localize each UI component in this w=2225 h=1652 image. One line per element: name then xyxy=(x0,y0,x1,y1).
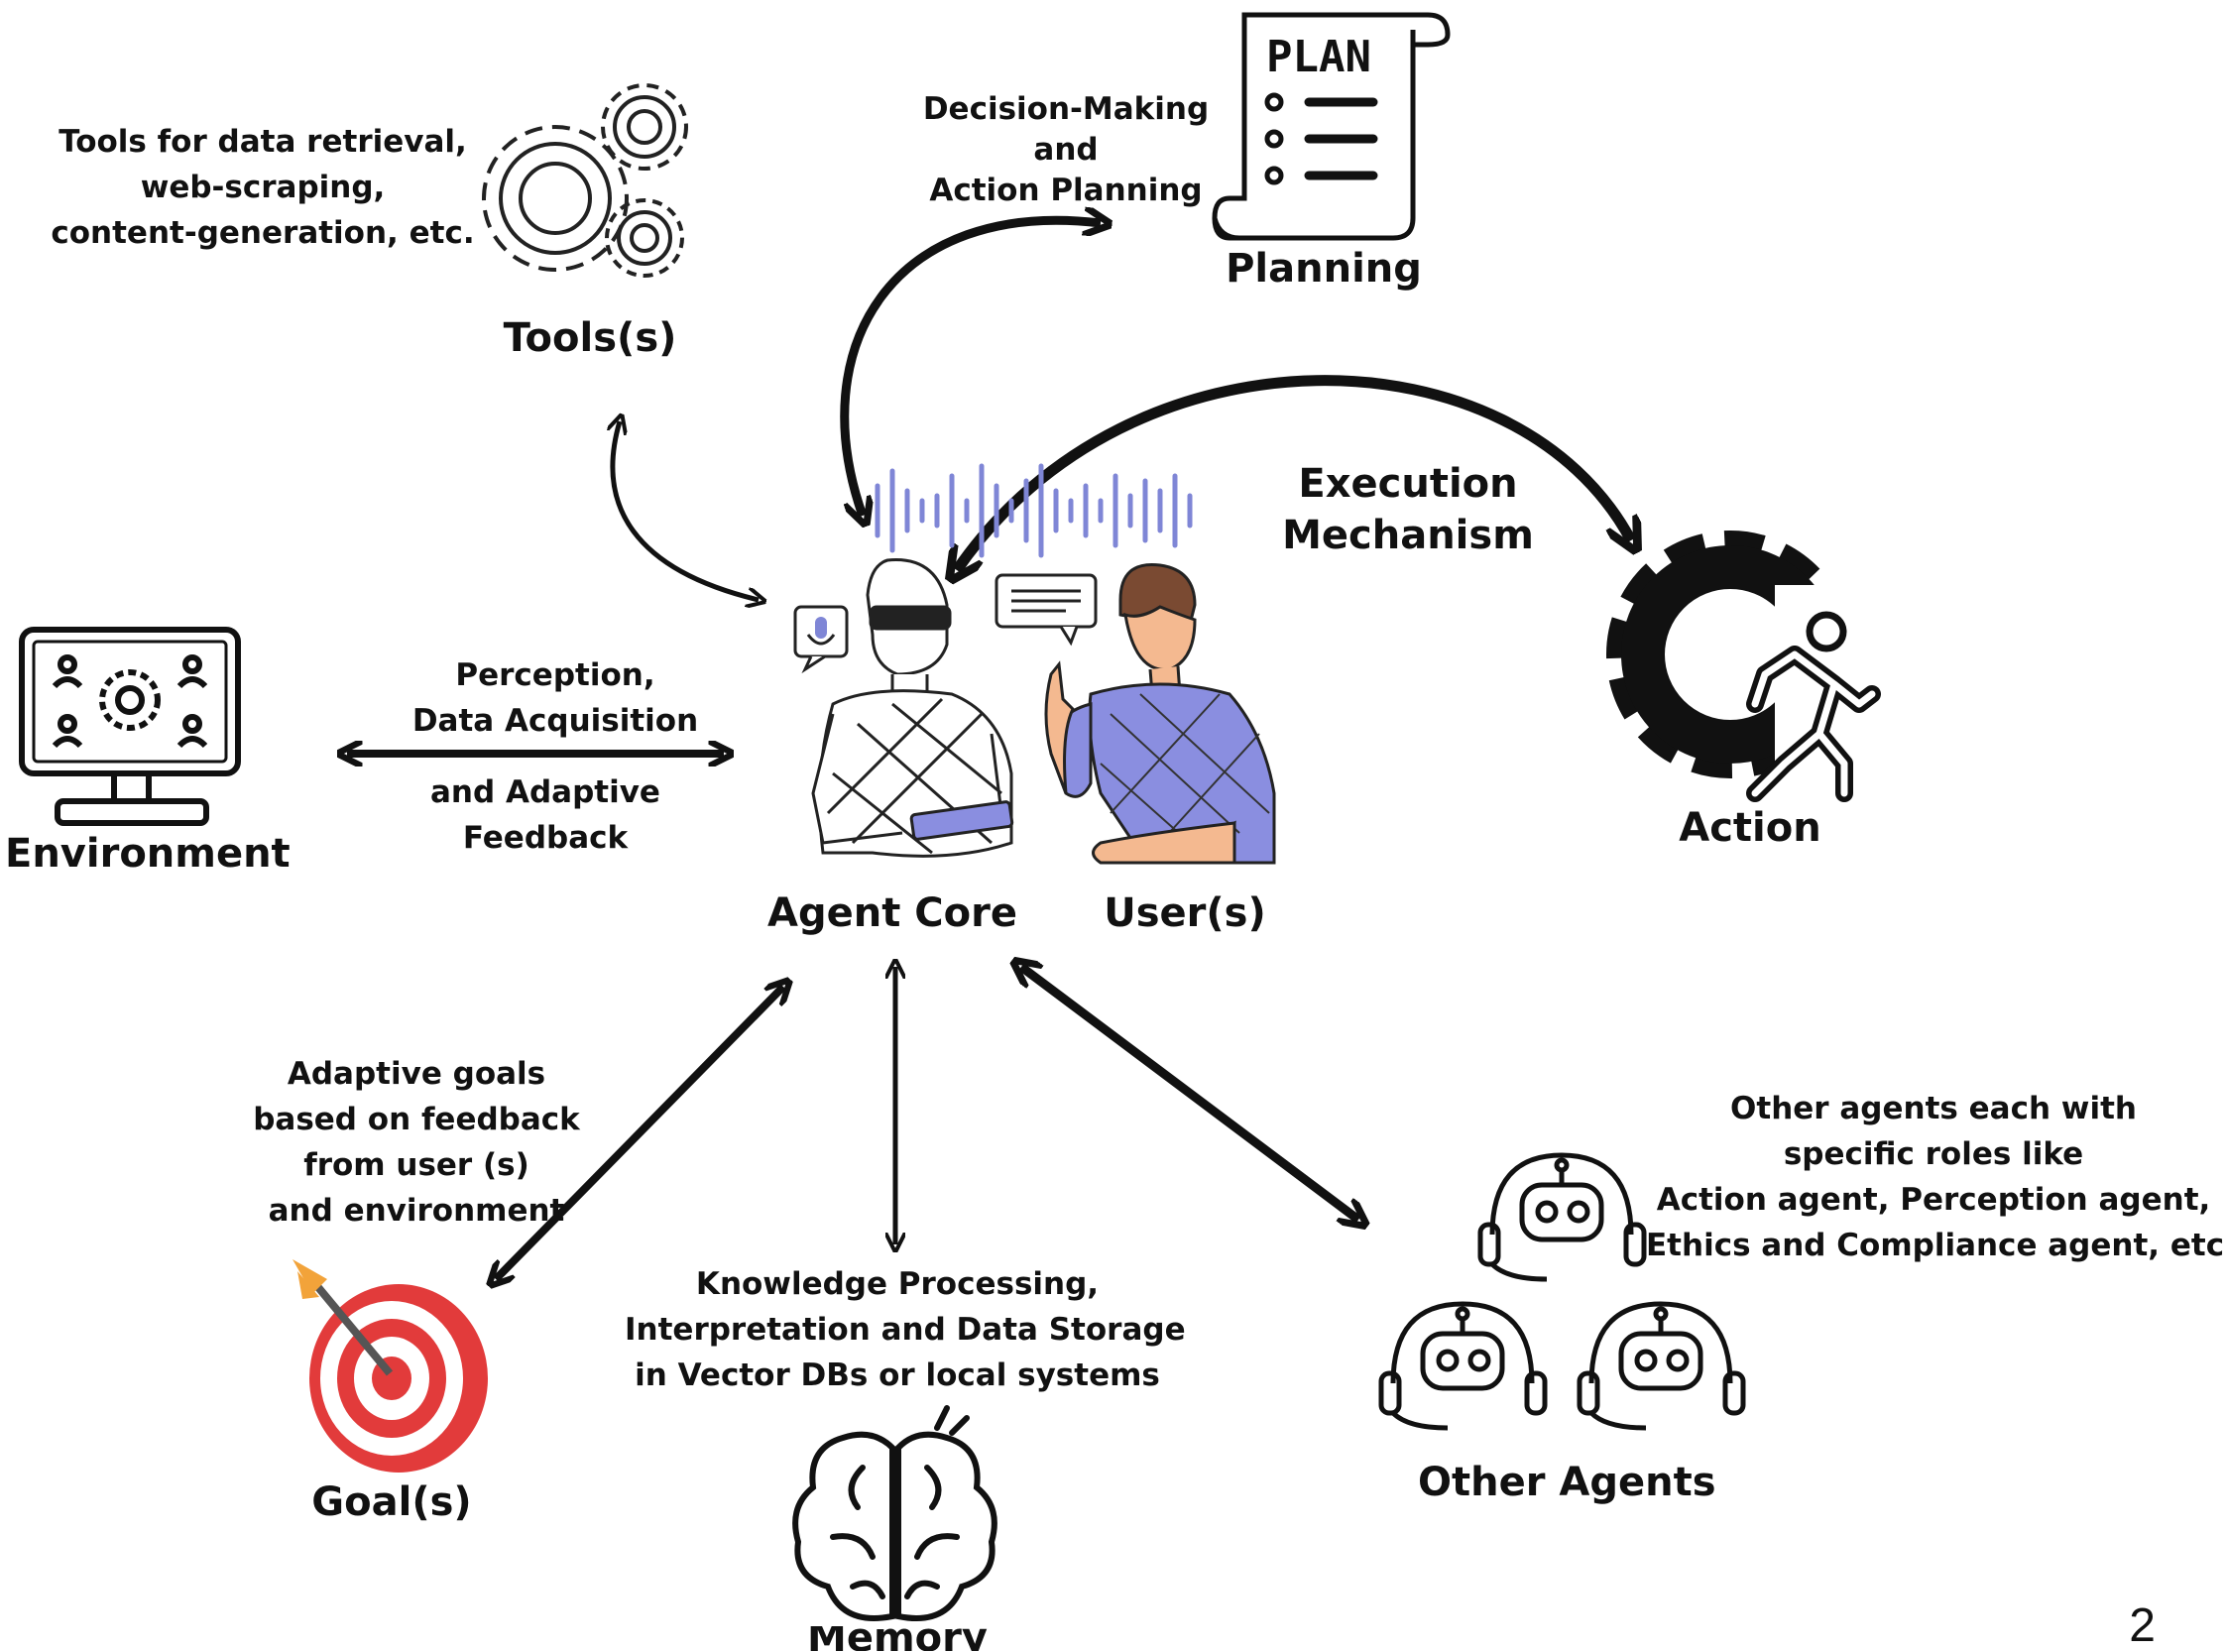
robot-headset-icon xyxy=(1477,1152,1647,1282)
planning-node-label: Planning xyxy=(1226,246,1422,292)
planning-description: Decision-Making and Action Planning xyxy=(922,91,1210,208)
arrow-goals xyxy=(496,987,783,1279)
robot-headset-icon xyxy=(1577,1301,1746,1431)
user-person-illustration xyxy=(1044,562,1276,865)
monitor-network-icon xyxy=(19,627,241,826)
feedback-description: and Adaptive Feedback xyxy=(430,774,660,856)
chat-bubble-icon xyxy=(995,573,1098,647)
target-goal-icon xyxy=(293,1259,488,1473)
other-agents-node-label: Other Agents xyxy=(1418,1460,1716,1505)
tools-node-label: Tools(s) xyxy=(503,315,677,361)
arrow-tools xyxy=(613,421,759,600)
plan-sign-text: PLAN xyxy=(1266,32,1371,82)
perception-description: Perception, Data Acquisition xyxy=(411,657,699,739)
robot-agent-illustration xyxy=(811,558,1014,858)
mic-bubble-icon xyxy=(793,605,849,674)
action-node-label: Action xyxy=(1679,805,1821,851)
environment-node-label: Environment xyxy=(5,831,291,877)
voice-wave-icon xyxy=(875,463,1193,558)
robot-headset-icon xyxy=(1378,1301,1548,1431)
page-number: 2 xyxy=(2129,1599,2156,1652)
brain-memory-icon xyxy=(792,1405,997,1621)
tools-description: Tools for data retrieval, web-scraping, … xyxy=(51,124,475,251)
arrow-execution xyxy=(957,375,1631,570)
agent-core-label: Agent Core xyxy=(767,890,1017,936)
arrow-planning xyxy=(840,220,1101,516)
action-gear-runner-icon xyxy=(1606,531,1904,813)
goals-node-label: Goal(s) xyxy=(311,1479,472,1525)
gears-icon xyxy=(482,83,688,278)
users-label: User(s) xyxy=(1104,890,1266,936)
plan-scroll-icon xyxy=(1212,12,1451,241)
goals-description: Adaptive goals based on feedback from us… xyxy=(253,1056,580,1229)
memory-node-label: Memory xyxy=(807,1626,988,1651)
arrow-other-agents xyxy=(1021,967,1358,1220)
execution-description: Execution Mechanism xyxy=(1282,461,1534,558)
other-agents-description: Other agents each with specific roles li… xyxy=(1646,1091,2225,1263)
memory-description: Knowledge Processing, Interpretation and… xyxy=(625,1266,1186,1393)
